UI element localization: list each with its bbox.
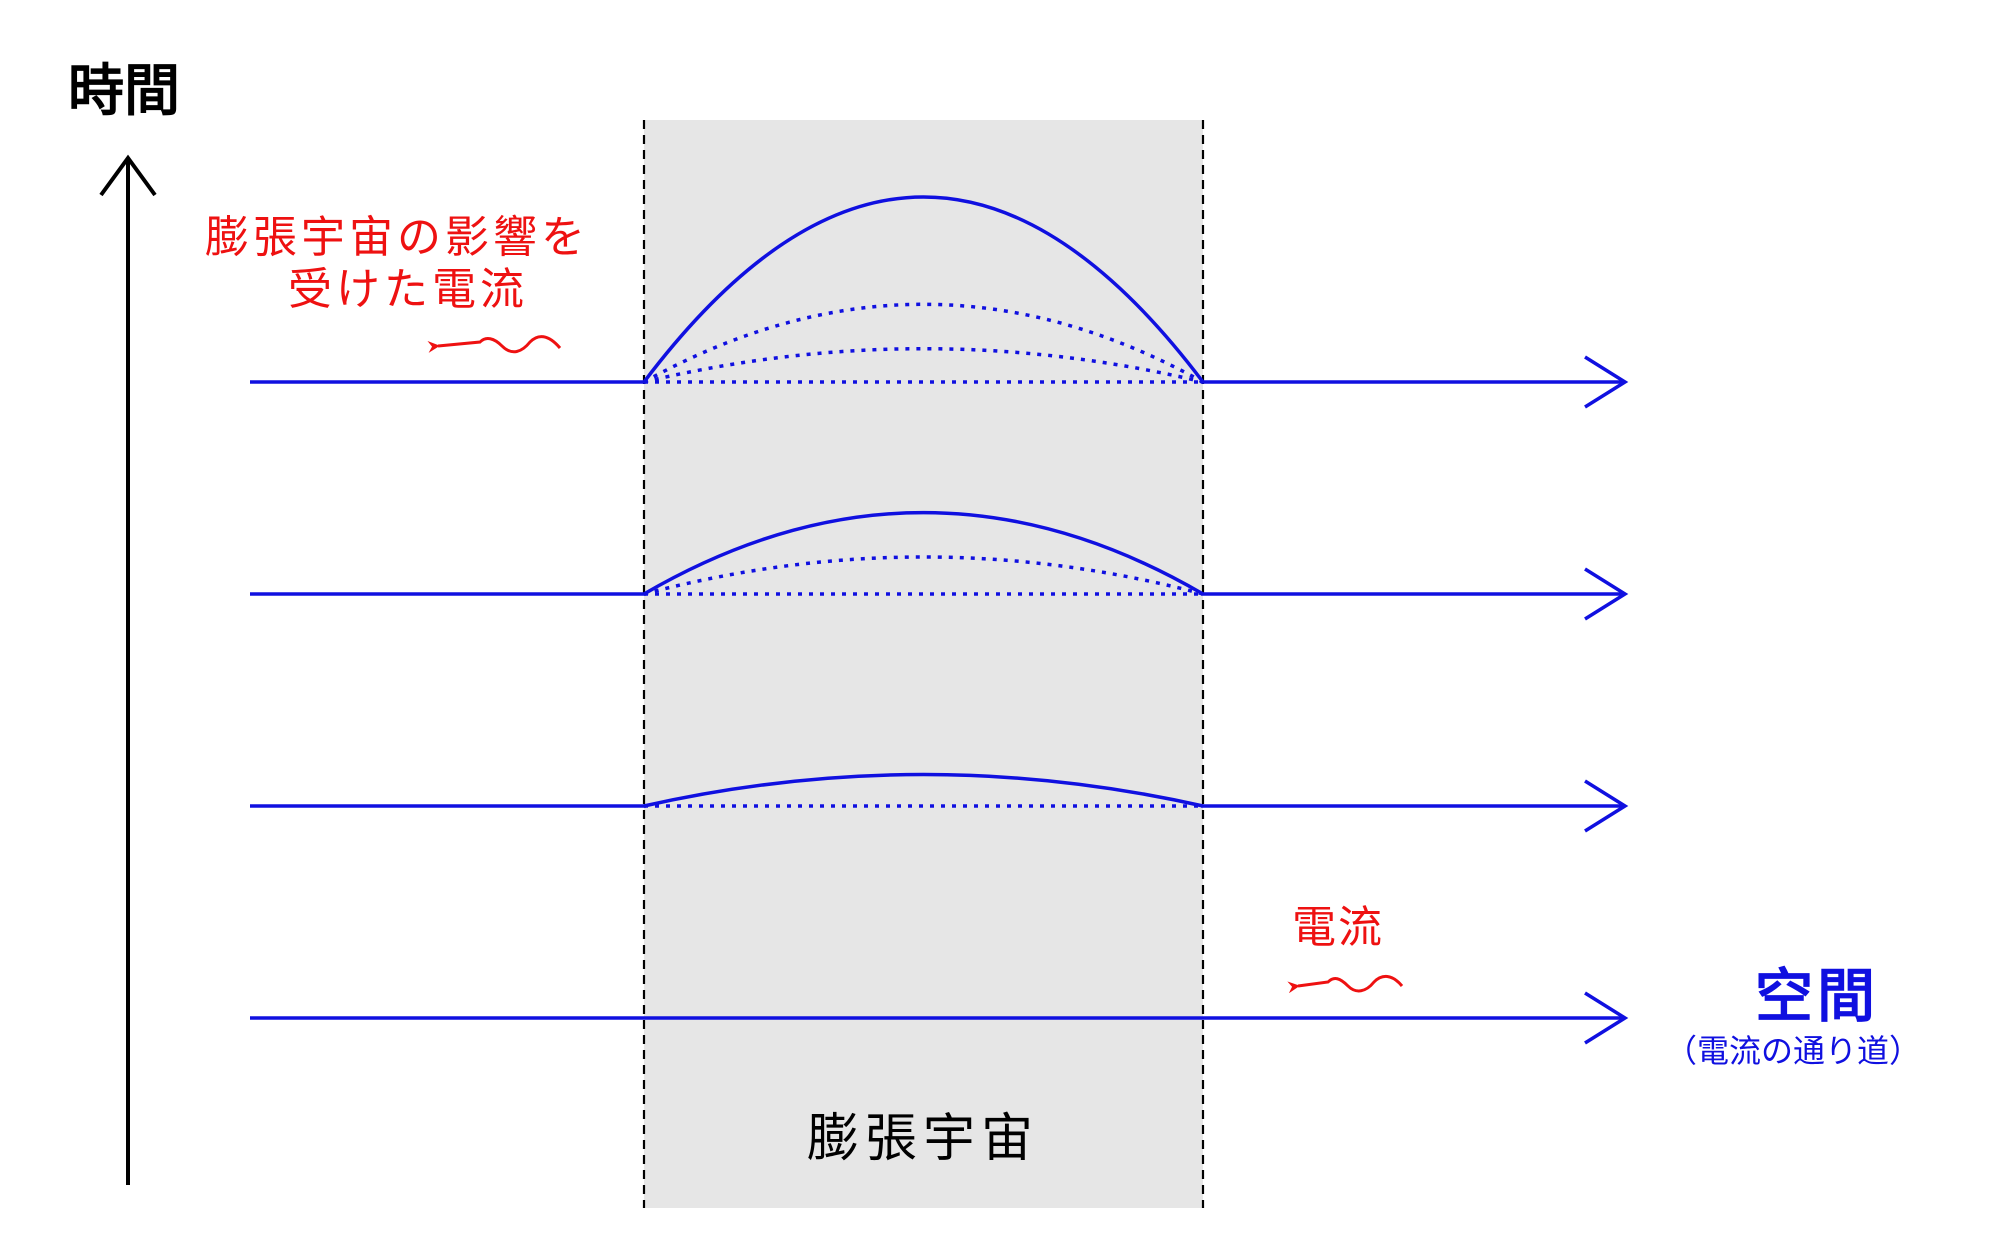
worldline-1-arrowhead: [1584, 991, 1629, 1045]
space-axis-label: 空間: [1755, 962, 1879, 1030]
worldline-4-bump-2: [643, 346, 1204, 384]
space-axis-sublabel: （電流の通り道）: [1665, 1032, 1921, 1070]
worldline-3-bump-1: [643, 555, 1204, 596]
region-label: 膨張宇宙: [807, 1109, 1039, 1169]
affected-current-wave-arrow: [427, 335, 562, 354]
worldlines-group: [250, 195, 1629, 1045]
worldline-4-bump-0: [642, 195, 1205, 384]
worldline-4-arrowhead: [1584, 355, 1629, 409]
worldline-2-bump-0: [643, 772, 1204, 808]
worldline-3-bump-0: [643, 510, 1204, 596]
current-label: 電流: [1292, 902, 1384, 953]
time-axis-label: 時間: [68, 59, 180, 124]
affected-current-label-line1: 膨張宇宙の影響を: [205, 212, 589, 263]
current-wave-arrow: [1287, 975, 1404, 994]
expanding-universe-region: [644, 120, 1203, 1208]
worldline-2-arrowhead: [1584, 779, 1629, 833]
affected-current-label-line2: 受けた電流: [288, 264, 528, 315]
worldline-3-arrowhead: [1584, 567, 1629, 621]
time-axis-arrowhead: [99, 154, 157, 197]
